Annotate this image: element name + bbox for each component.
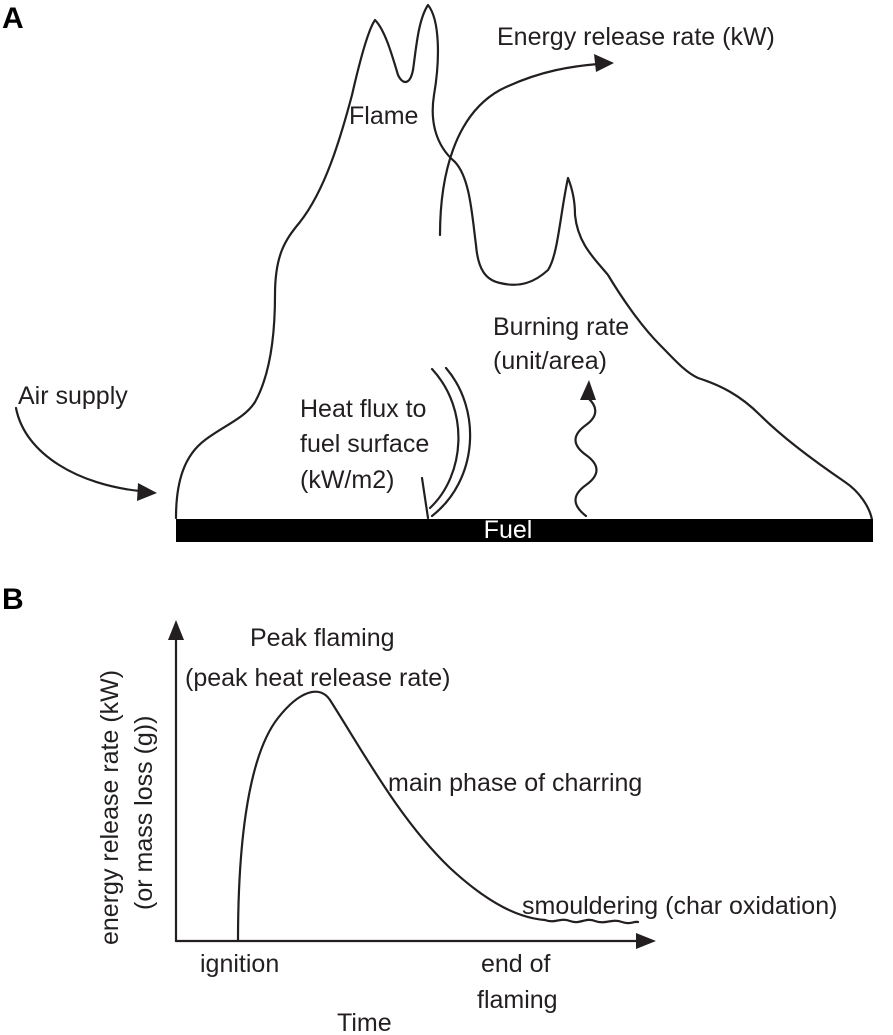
flame-outline [174, 3, 874, 522]
air-supply-arrowhead [137, 483, 157, 501]
charring-label: main phase of charring [388, 769, 642, 797]
air-supply-arrow [14, 406, 142, 493]
time-axis-label: Time [337, 1009, 392, 1035]
smouldering-curve [543, 918, 640, 925]
y-axis-arrowhead [168, 620, 184, 640]
heat-flux-label-line1: Heat flux to [300, 395, 426, 423]
panel-a-label: A [2, 2, 24, 35]
peak-flaming-label-line1: Peak flaming [250, 624, 395, 652]
x-axis-arrowhead [636, 933, 656, 949]
peak-flaming-label-line2: (peak heat release rate) [185, 664, 450, 692]
burning-rate-label-line1: Burning rate [493, 313, 629, 341]
energy-release-arrow [438, 62, 600, 237]
end-of-flaming-label-line2: flaming [477, 986, 558, 1014]
fuel-bar [176, 519, 873, 542]
heat-flux-label-line3: (kW/m2) [300, 466, 394, 494]
energy-release-rate-label: Energy release rate (kW) [497, 23, 775, 51]
fuel-label: Fuel [484, 516, 533, 544]
end-of-flaming-label-line1: end of [481, 950, 551, 978]
smouldering-label: smouldering (char oxidation) [522, 892, 837, 920]
heat-flux-tick [420, 476, 430, 520]
y-axis-label-line2: (or mass loss (g)) [130, 716, 158, 910]
panel-b-label: B [2, 583, 24, 616]
heat-flux-label-line2: fuel surface [300, 430, 429, 458]
y-axis-label-line1: energy release rate (kW) [96, 670, 124, 945]
energy-release-arrowhead [594, 54, 614, 72]
y-axis-label: energy release rate (kW) (or mass loss (… [96, 670, 158, 945]
heat-flux-arc-outer [430, 366, 472, 518]
ignition-label: ignition [200, 950, 279, 978]
air-supply-label: Air supply [18, 382, 128, 410]
burning-rate-label-line2: (unit/area) [493, 347, 607, 375]
panel-b: B Peak flaming (peak heat release rate) … [2, 583, 837, 1035]
flame-label: Flame [349, 102, 418, 130]
panel-a: A Fuel Energy release rate (kW) Flame Bu… [2, 2, 874, 544]
heat-flux-arc-inner [428, 367, 460, 510]
burning-rate-wavy-arrow [574, 396, 598, 518]
burning-rate-arrowhead [580, 380, 596, 400]
heat-release-curve [236, 690, 547, 943]
